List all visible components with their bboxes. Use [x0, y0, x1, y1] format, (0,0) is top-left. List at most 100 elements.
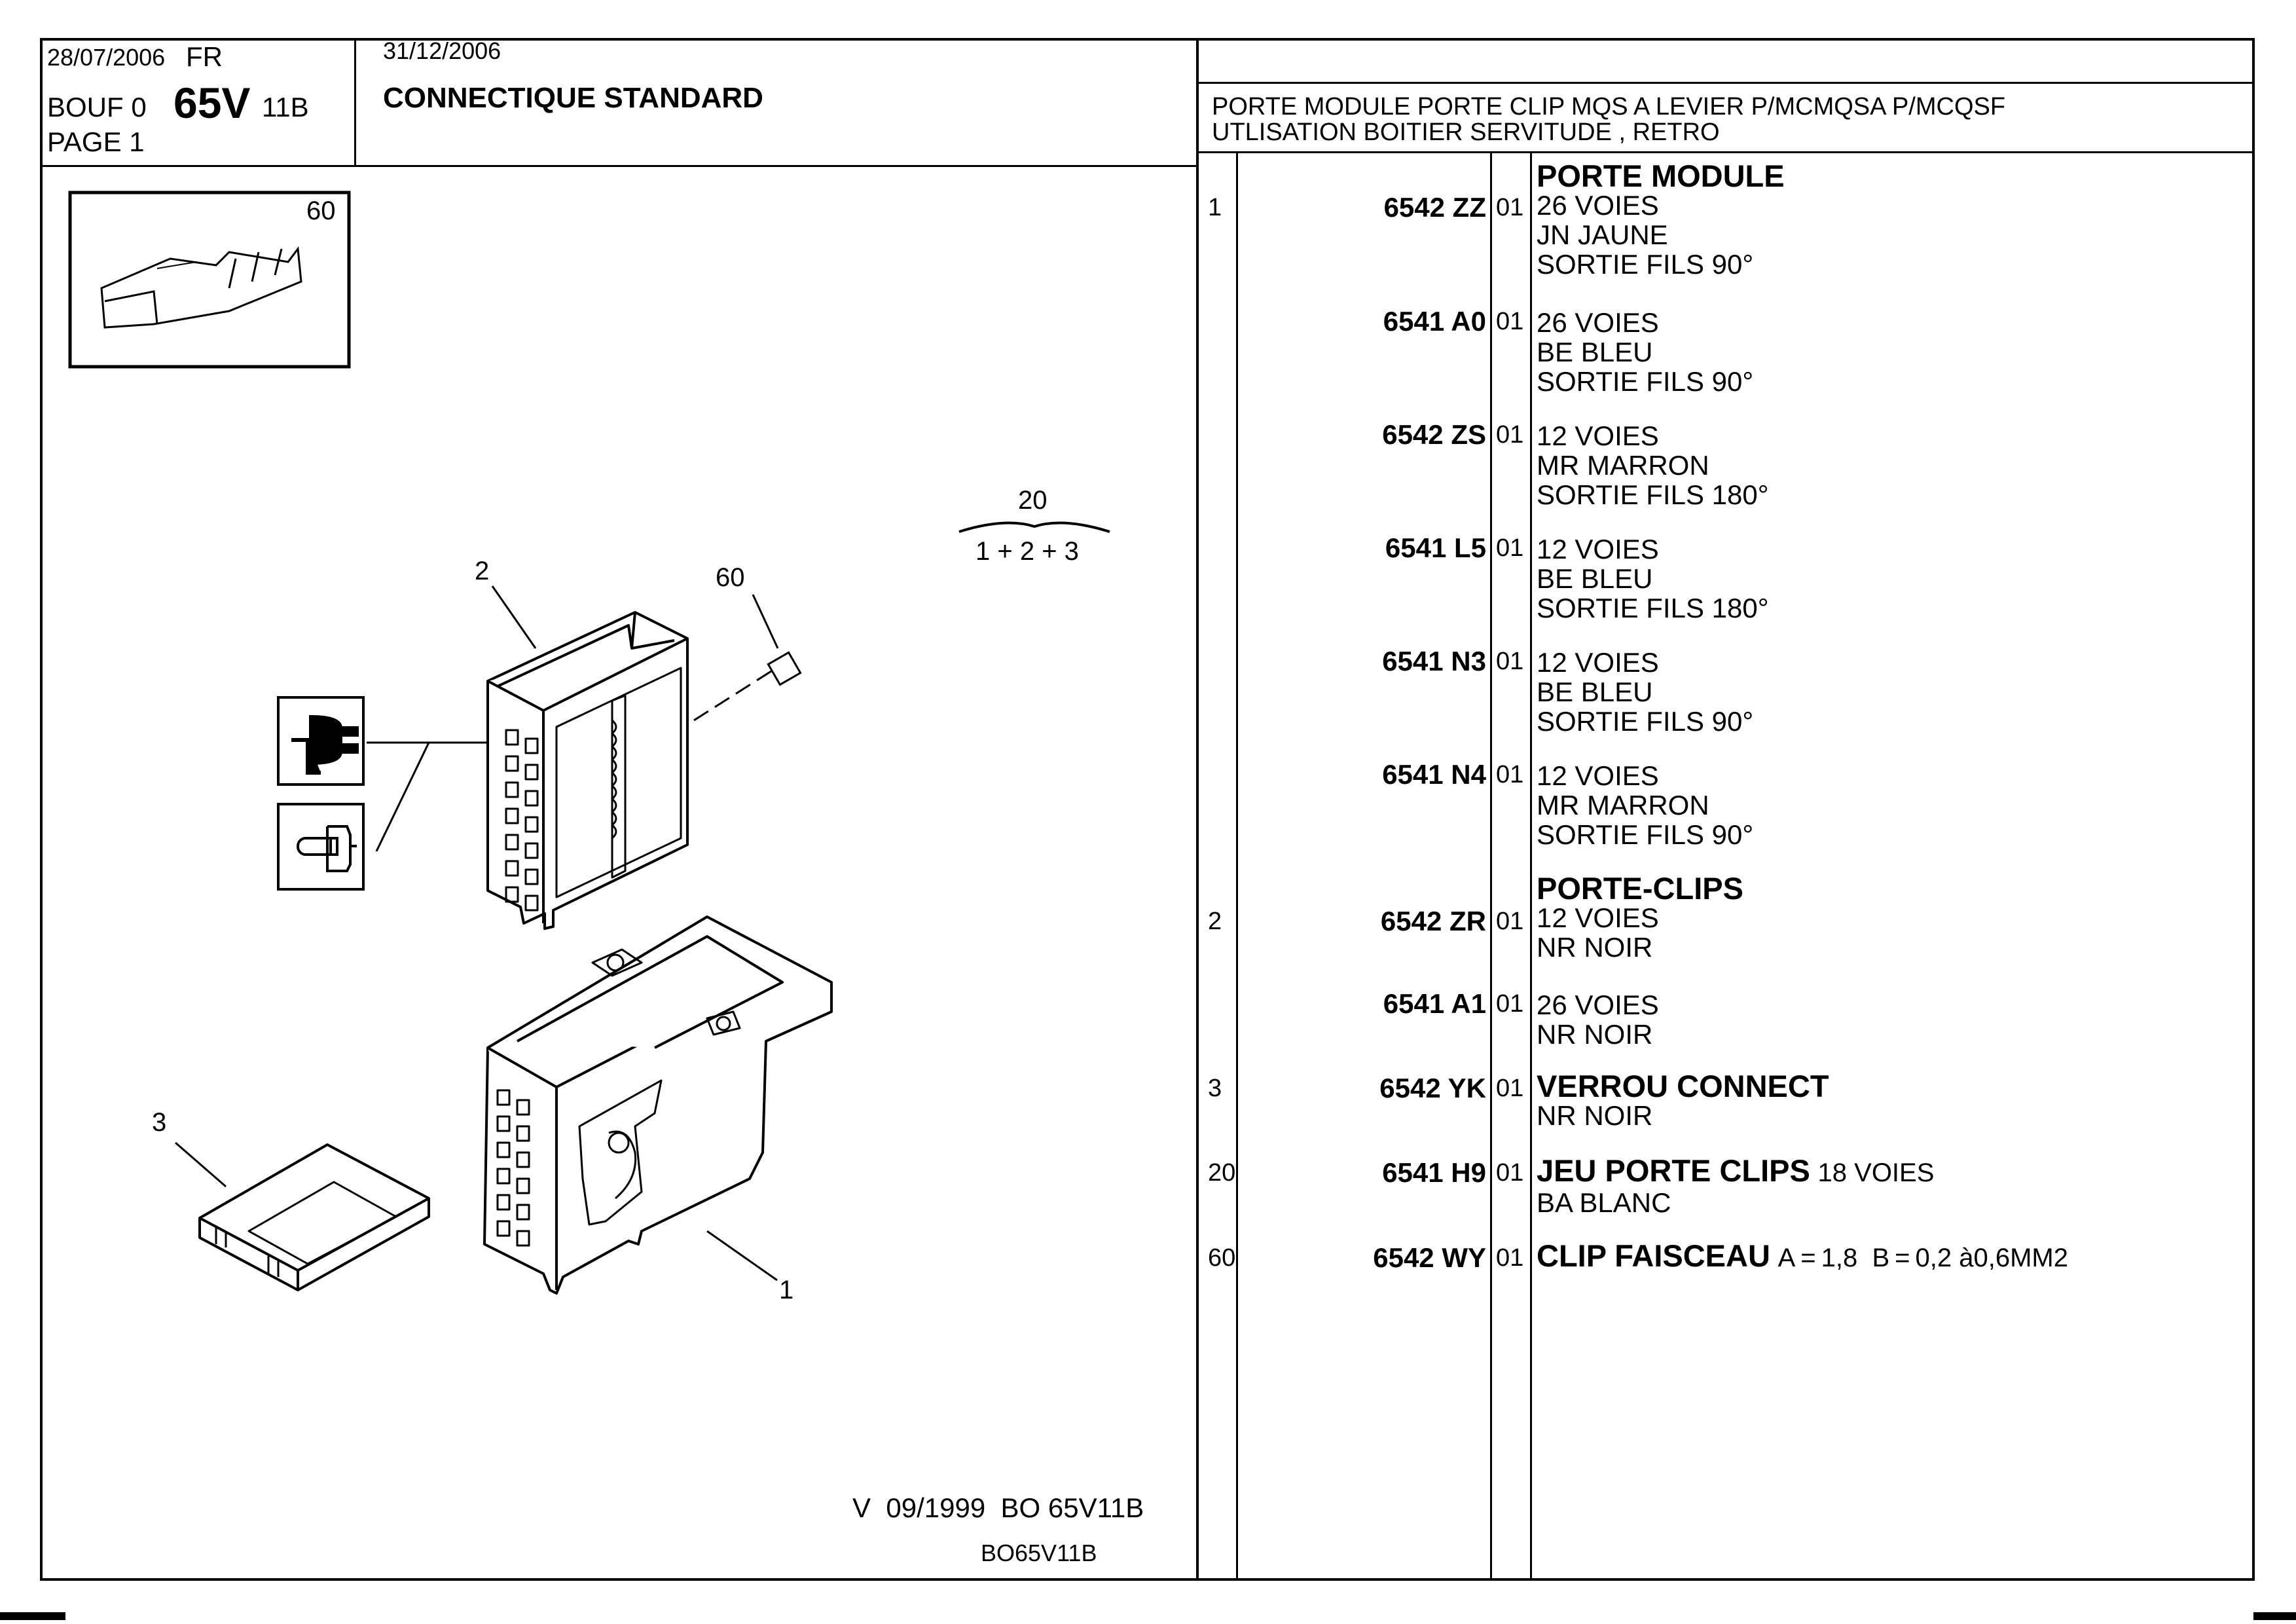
part-line: MR MARRON: [1537, 450, 1709, 481]
part-3-verrou: [198, 1143, 430, 1291]
header-code-prefix: BOUF 0: [47, 92, 147, 122]
header-code-main: 65V: [173, 79, 251, 127]
part-ref: 60: [1208, 1244, 1236, 1272]
header-lang: FR: [186, 41, 223, 72]
clip-callout-box: [68, 191, 351, 369]
part-line: 12 VOIES: [1537, 902, 1659, 933]
divider-main-vertical: [1196, 38, 1199, 1581]
part-heading: VERROU CONNECT: [1537, 1069, 1829, 1103]
part-line: SORTIE FILS 90°: [1537, 366, 1754, 397]
part-number: 6542 ZR: [1380, 906, 1486, 936]
part-line: SORTIE FILS 90°: [1537, 249, 1754, 280]
part-number: 6541 A1: [1383, 988, 1486, 1019]
part-version: 01: [1496, 1075, 1524, 1102]
part-line: MR MARRON: [1537, 790, 1709, 821]
label-part-1: 1: [779, 1276, 794, 1304]
part-version: 01: [1496, 421, 1524, 449]
part-line: BE BLEU: [1537, 676, 1653, 707]
part-2-porte-clips: [486, 611, 689, 930]
plug-icon: [277, 696, 365, 786]
part-line: 26 VOIES: [1537, 989, 1659, 1020]
part-line: SORTIE FILS 90°: [1537, 819, 1754, 850]
part-line: 12 VOIES: [1537, 647, 1659, 678]
kit-formula: 1 + 2 + 3: [975, 537, 1079, 566]
part-description: 12 VOIES MR MARRON SORTIE FILS 180°: [1537, 421, 1769, 509]
part-description: 26 VOIES BE BLEU SORTIE FILS 90°: [1537, 308, 1753, 396]
part-heading: PORTE MODULE: [1537, 158, 1785, 193]
part-line: 26 VOIES: [1537, 190, 1659, 221]
part-ref: 3: [1208, 1075, 1222, 1102]
leader-3: [175, 1141, 227, 1188]
leader-60-dash: [693, 670, 772, 722]
part-line: BA BLANC: [1537, 1187, 1671, 1218]
part-1-porte-module: [483, 915, 833, 1295]
part-version: 01: [1496, 990, 1524, 1018]
label-part-60: 60: [716, 563, 745, 592]
part-line: JN JAUNE: [1537, 219, 1668, 250]
divider-col-ref: [1236, 151, 1238, 1581]
part-number: 6541 N3: [1382, 646, 1486, 676]
part-ref: 1: [1208, 194, 1222, 221]
part-line: SORTIE FILS 90°: [1537, 706, 1754, 737]
reference-code: BO65V11B: [981, 1540, 1097, 1566]
header-desc-line2: UTLISATION BOITIER SERVITUDE , RETRO: [1212, 119, 1720, 146]
part-version: 01: [1496, 648, 1524, 675]
part-version: 01: [1496, 1159, 1524, 1187]
part-description: 26 VOIES NR NOIR: [1537, 990, 1659, 1049]
version-line: V 09/1999 BO 65V11B: [852, 1492, 1144, 1523]
footer-mark-left: [0, 1612, 65, 1620]
part-description: PORTE-CLIPS 12 VOIES NR NOIR: [1537, 871, 1743, 962]
part-version: 01: [1496, 308, 1524, 335]
part-number: 6542 YK: [1379, 1073, 1486, 1103]
terminal-icon: [277, 803, 365, 891]
part-version: 01: [1496, 534, 1524, 562]
part-line: NR NOIR: [1537, 1100, 1653, 1131]
part-line: 26 VOIES: [1537, 307, 1659, 338]
kit-bracket: [958, 521, 1110, 533]
leader-60: [752, 594, 779, 649]
header-desc-line1: PORTE MODULE PORTE CLIP MQS A LEVIER P/M…: [1212, 93, 2006, 120]
header-page: PAGE 1: [47, 126, 145, 157]
part-heading: CLIP FAISCEAU: [1537, 1238, 1770, 1273]
part-line: SORTIE FILS 180°: [1537, 479, 1769, 510]
divider-col-num: [1490, 151, 1492, 1581]
part-description: VERROU CONNECT NR NOIR: [1537, 1071, 1829, 1130]
label-part-2: 2: [475, 557, 490, 585]
part-number: 6541 A0: [1383, 306, 1486, 337]
header-date2: 31/12/2006: [383, 37, 501, 64]
leader-2: [491, 585, 537, 649]
part-heading: JEU PORTE CLIPS: [1537, 1153, 1810, 1188]
leader-1: [706, 1230, 778, 1282]
header-code-suffix: 11B: [262, 92, 309, 122]
part-version: 01: [1496, 1244, 1524, 1272]
part-number: 6542 WY: [1373, 1242, 1486, 1273]
page-frame: [40, 38, 2255, 1581]
part-line: 12 VOIES: [1537, 420, 1659, 451]
part-number: 6541 H9: [1382, 1157, 1486, 1188]
divider-header-top-right: [1197, 82, 2255, 84]
footer-mark-right: [2253, 1612, 2296, 1620]
label-part-3: 3: [152, 1108, 167, 1137]
divider-header-left-vertical: [354, 38, 356, 166]
divider-header-bottom-right: [1197, 151, 2255, 153]
part-description: 12 VOIES MR MARRON SORTIE FILS 90°: [1537, 761, 1753, 849]
part-version: 01: [1496, 908, 1524, 935]
page-title: CONNECTIQUE STANDARD: [383, 82, 763, 114]
divider-col-ver: [1530, 151, 1532, 1581]
part-description: CLIP FAISCEAU A = 1,8 B = 0,2 à0,6MM2: [1537, 1238, 2068, 1273]
part-line: BE BLEU: [1537, 337, 1653, 367]
part-heading: PORTE-CLIPS: [1537, 871, 1743, 906]
part-description: 12 VOIES BE BLEU SORTIE FILS 180°: [1537, 534, 1769, 623]
part-ref: 2: [1208, 908, 1222, 935]
part-version: 01: [1496, 761, 1524, 788]
part-line: SORTIE FILS 180°: [1537, 593, 1769, 623]
part-line: BE BLEU: [1537, 563, 1653, 594]
part-description: JEU PORTE CLIPS 18 VOIES BA BLANC: [1537, 1153, 1935, 1218]
kit-number: 20: [1018, 486, 1048, 515]
connector-diagram: [68, 191, 1110, 1295]
part-heading-extra: 18 VOIES: [1817, 1158, 1935, 1187]
icon-link-line-2: [375, 742, 430, 852]
divider-header-bottom-left: [40, 165, 1197, 167]
part-line: 12 VOIES: [1537, 534, 1659, 564]
clip-callout-number: 60: [306, 196, 336, 225]
